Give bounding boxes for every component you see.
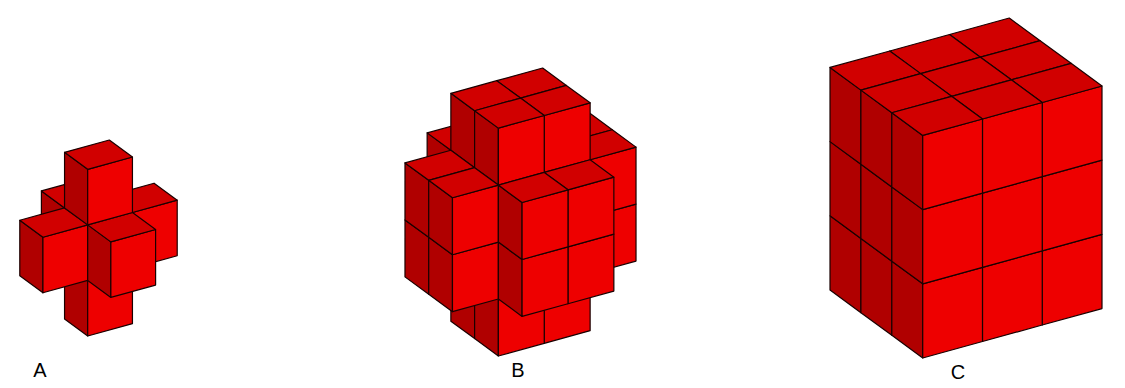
cube-top-face xyxy=(498,172,568,202)
figure-label: A xyxy=(33,360,46,380)
cross-cube-figure-b xyxy=(405,68,636,356)
cube-top-face xyxy=(65,140,133,169)
solid-cube-figure-c xyxy=(830,18,1102,358)
cube-top-face xyxy=(475,98,545,128)
cross-cube-figure-a xyxy=(20,140,177,336)
cube-top-face xyxy=(429,168,499,198)
figure-label: B xyxy=(511,360,524,380)
cube-top-face xyxy=(892,96,983,135)
figure-label: C xyxy=(951,362,965,382)
